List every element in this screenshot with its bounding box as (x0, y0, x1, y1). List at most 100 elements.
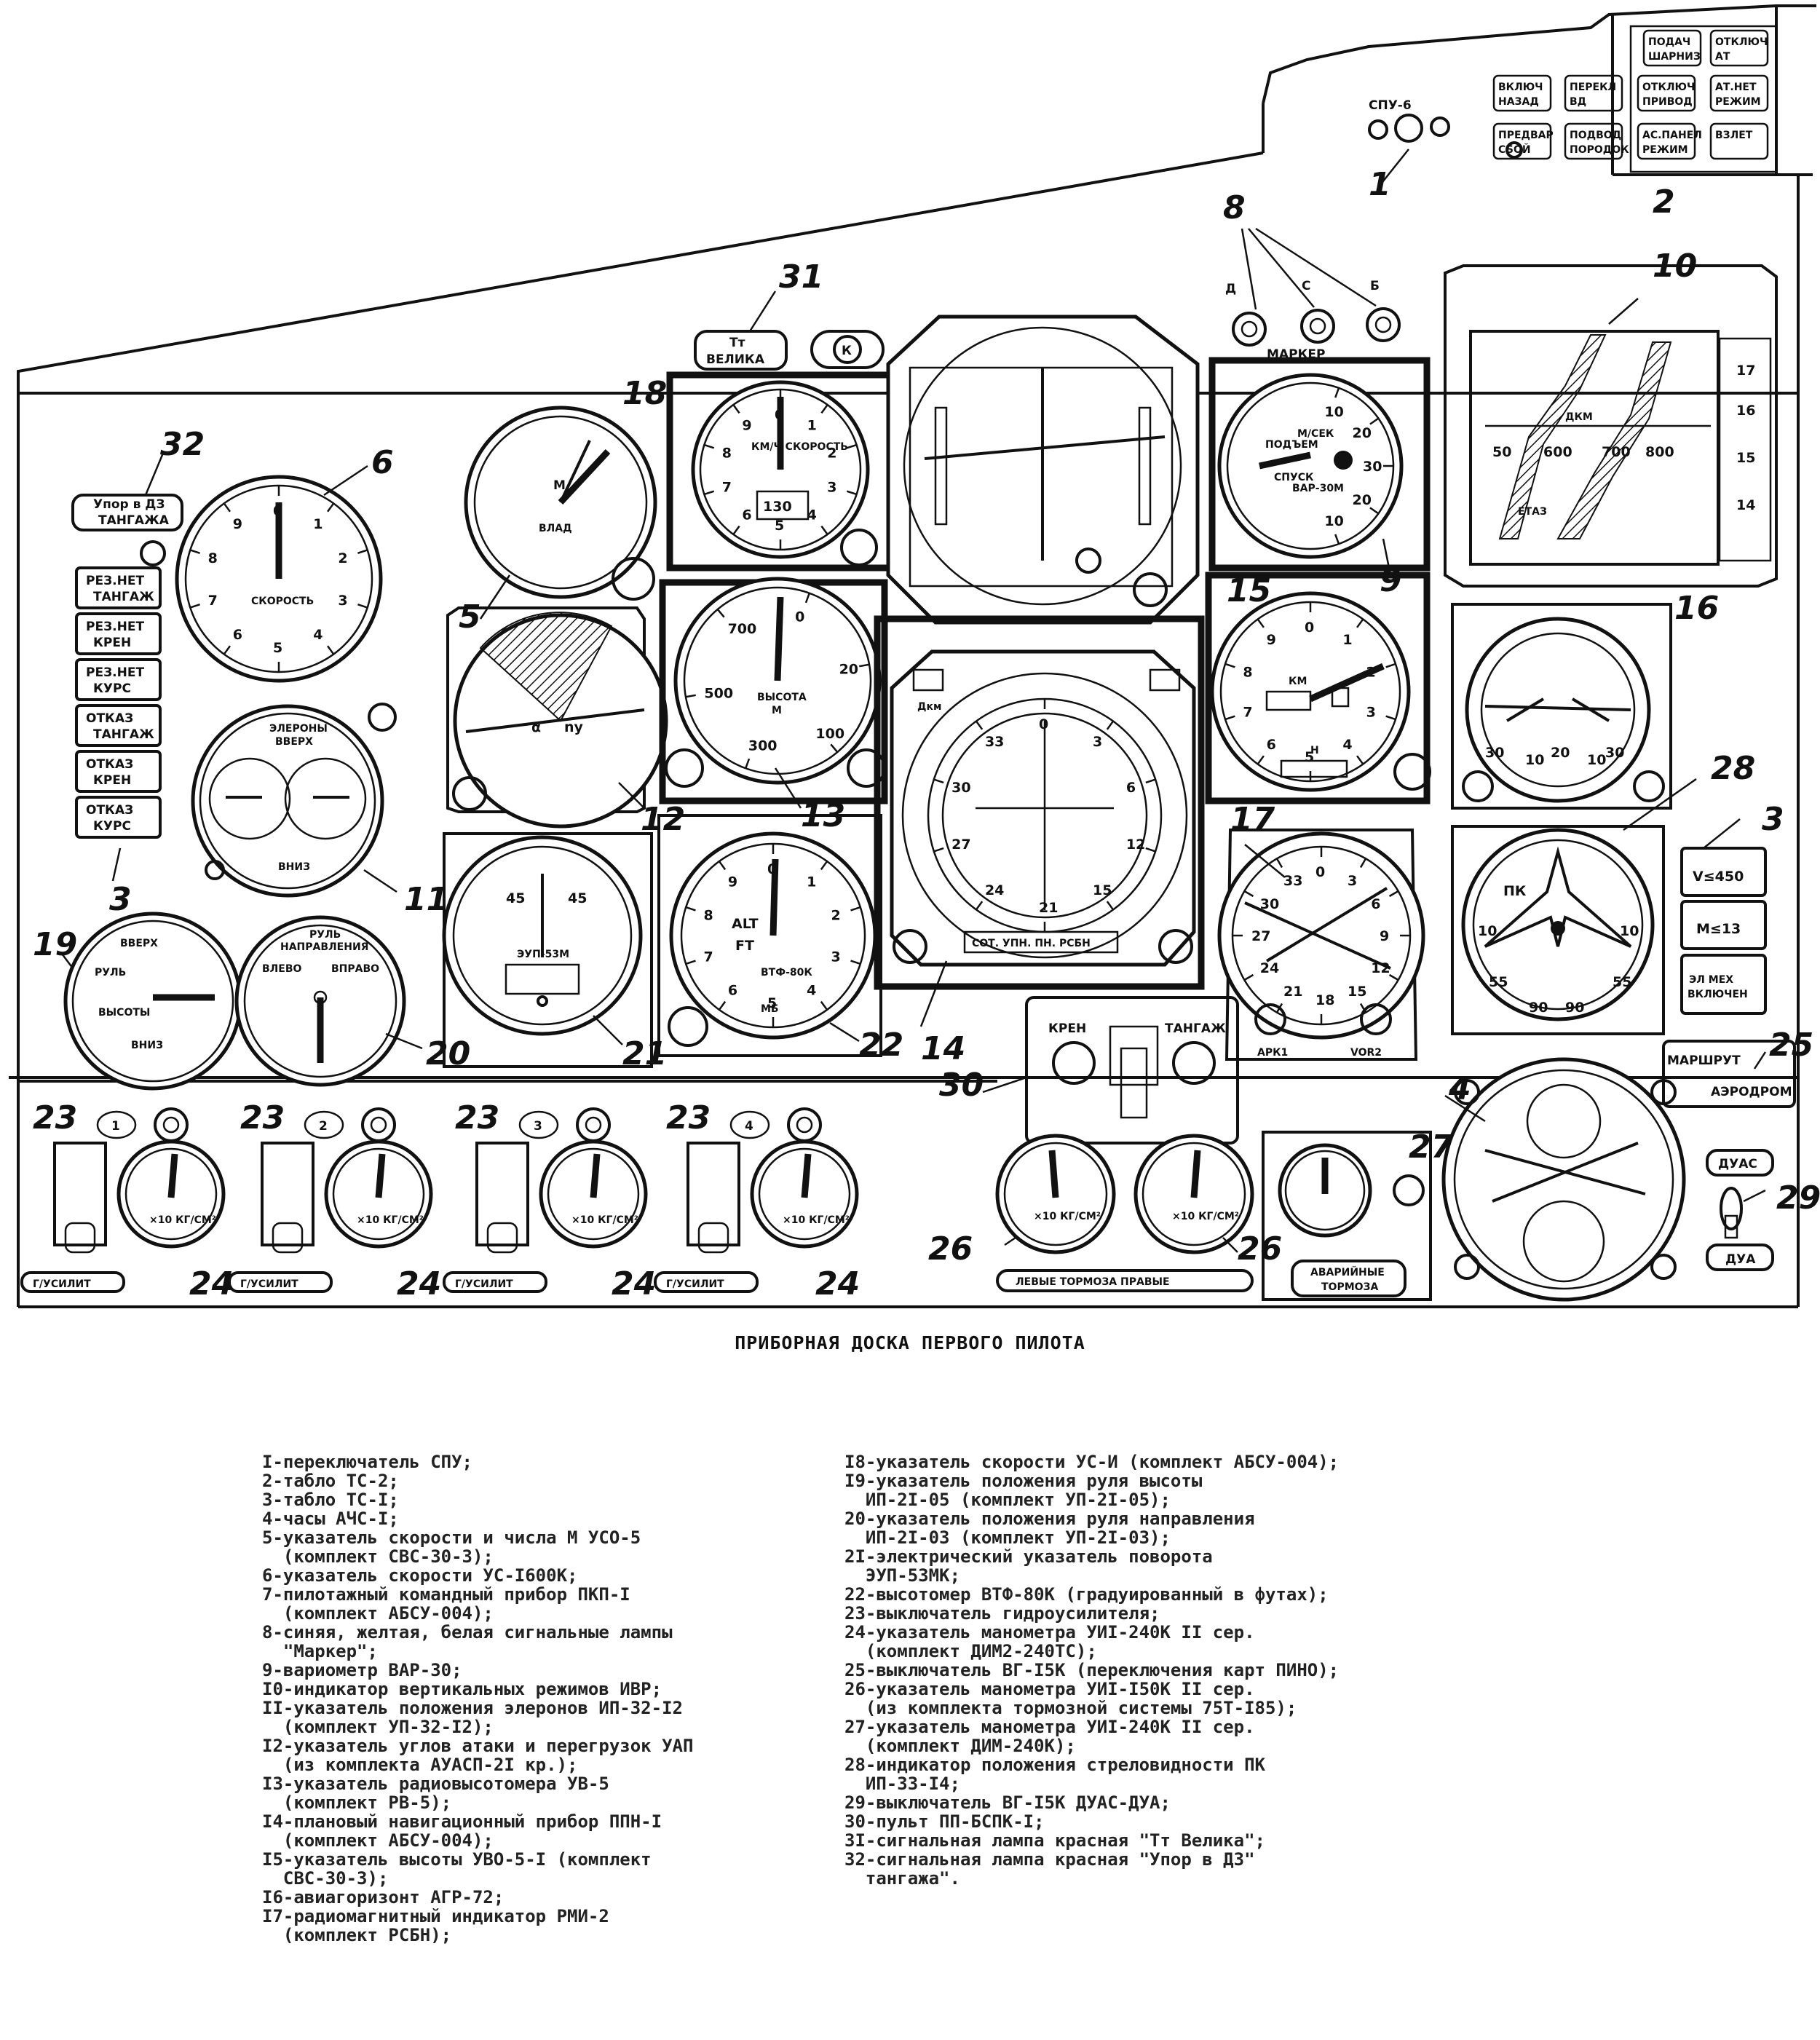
legend-line: I7-радиомагнитный индикатор РМИ-2 (262, 1906, 609, 1926)
spu-switch[interactable]: СПУ-6 (1368, 98, 1523, 186)
callout-number: 27 (1409, 1128, 1454, 1166)
ts2-lamp-label: ПРЕДВАР (1498, 130, 1554, 141)
ts1-lamp-label: КУРС (93, 819, 131, 834)
legend-line: ЭУП-53МК; (844, 1565, 960, 1586)
svg-text:ДУА: ДУА (1725, 1252, 1756, 1267)
hydro-number-badge (729, 1110, 770, 1139)
hydro-switch-cover[interactable] (53, 1142, 107, 1246)
legend-line: I2-указатель углов атаки и перегрузок УА… (262, 1736, 694, 1756)
svg-text:ЭЛ МЕХ: ЭЛ МЕХ (1689, 974, 1733, 986)
dial-number: 27 (1251, 928, 1270, 944)
svg-text:90: 90 (1565, 1000, 1584, 1016)
svg-text:ВВЕРХ: ВВЕРХ (120, 938, 158, 949)
dial-number: 1 (1342, 632, 1352, 648)
dial-number: 4 (1342, 737, 1352, 753)
ts1-lamp (75, 612, 162, 655)
dial-tick (716, 609, 725, 618)
svg-text:СОТ. УПН. ПН. РСБН: СОТ. УПН. ПН. РСБН (972, 938, 1091, 949)
k-lamp: К (810, 330, 885, 369)
dial-tick (685, 694, 696, 698)
ts2-lamp (1709, 74, 1769, 112)
hydro-label-plate (443, 1271, 547, 1293)
hydro-switch-handle[interactable] (486, 1222, 518, 1254)
svg-text:ВАР-30М: ВАР-30М (1292, 483, 1344, 494)
dial-number: 24 (1260, 960, 1279, 976)
legend-line: СВС-30-3); (262, 1868, 389, 1889)
svg-text:30: 30 (1485, 745, 1504, 761)
ts1-annunciator-left: РЕЗ.НЕТТАНГАЖРЕЗ.НЕТКРЕНРЕЗ.НЕТКУРСОТКАЗ… (75, 566, 162, 882)
svg-text:Упор в ДЗ: Упор в ДЗ (93, 497, 165, 512)
legend-line: I-переключатель СПУ; (262, 1452, 472, 1472)
dial-number: 30 (951, 780, 970, 796)
dial-tick (326, 502, 335, 513)
route-aerodrome-switch[interactable]: МАРШРУТ АЭРОДРОМ (1662, 1040, 1796, 1108)
ts2-lamp-label: ШАРНИЗ (1648, 51, 1701, 63)
duas-dua-switch[interactable]: ДУАС ДУА (1706, 1149, 1774, 1271)
callout-number: 1 (1369, 166, 1391, 203)
svg-text:700: 700 (1602, 444, 1631, 460)
hydro-switch-handle[interactable] (272, 1222, 304, 1254)
hydro-label: Г/УСИЛИТ (666, 1278, 724, 1290)
callout-number: 16 (1674, 590, 1719, 627)
hydro-label-plate (654, 1271, 759, 1293)
svg-text:α: α (531, 719, 541, 735)
dial-tick (975, 901, 984, 911)
dial-number: 27 (951, 837, 970, 853)
legend-line: I4-плановый навигационный прибор ППН-I (262, 1811, 662, 1832)
dial-number: 10 (1324, 513, 1343, 529)
callout-number: 9 (1380, 562, 1402, 599)
svg-text:55: 55 (1613, 974, 1631, 990)
rudder-position-indicator: РУЛЬ НАПРАВЛЕНИЯ ВЛЕВО ВПРАВО (234, 915, 423, 1087)
ts2-annunciator-panel: ПОДАЧШАРНИЗОТКЛЮЧАТВКЛЮЧНАЗАДПЕРЕКЛВДОТК… (1492, 25, 1778, 173)
dial-number: 30 (1260, 896, 1279, 912)
dial-tick (1257, 618, 1265, 628)
instrument-panel-drawing: ПОДАЧШАРНИЗОТКЛЮЧАТВКЛЮЧНАЗАДПЕРЕКЛВДОТК… (9, 4, 1820, 1308)
hydro-label: Г/УСИЛИТ (240, 1278, 298, 1290)
legend-line: 2-табло ТС-2; (262, 1471, 399, 1491)
callout-number: 4 (1448, 1070, 1471, 1107)
hydro-number-badge (304, 1110, 344, 1139)
svg-text:Б: Б (1370, 279, 1380, 293)
svg-text:КРЕН: КРЕН (1048, 1021, 1086, 1036)
hydro-switch-cover[interactable] (261, 1142, 314, 1246)
legend-line: I8-указатель скорости УС-И (комплект АБС… (844, 1452, 1340, 1472)
callout-number: 14 (921, 1030, 965, 1067)
legend-line: 6-указатель скорости УС-I600К; (262, 1565, 578, 1586)
dial-number: 5 (273, 640, 282, 656)
legend-line: 20-указатель положения руля направления (844, 1509, 1255, 1529)
hydro-switch-cover[interactable] (475, 1142, 529, 1246)
dial-number: 9 (233, 516, 242, 532)
hydro-gauge-ring (332, 1147, 425, 1241)
legend-line: I6-авиагоризонт АГР-72; (262, 1887, 505, 1907)
callout-number: 23 (33, 1099, 77, 1136)
dial-number: 3 (1093, 734, 1102, 750)
hydro-switch-handle[interactable] (697, 1222, 729, 1254)
callout-number: 20 (426, 1035, 470, 1072)
callout-number: 19 (33, 926, 77, 963)
legend-line: (комплект ДИМ2-240ТС); (844, 1641, 1097, 1661)
svg-text:17: 17 (1736, 363, 1755, 379)
svg-text:Д: Д (1225, 282, 1236, 296)
hydro-lamp-inner (585, 1116, 602, 1134)
ts2-lamp-label: ПОРОДОК (1570, 144, 1629, 156)
dial-number: 15 (1348, 984, 1366, 1000)
hydro-switch-handle[interactable] (64, 1222, 96, 1254)
hydro-switch-cover[interactable] (687, 1142, 740, 1246)
dial-number: 2 (1366, 664, 1376, 680)
ts1-lamp (75, 704, 162, 747)
svg-text:×10 КГ/СМ²: ×10 КГ/СМ² (1034, 1211, 1101, 1222)
hydro-lamp (361, 1107, 396, 1142)
hydro-gauge-ring (547, 1147, 640, 1241)
ts2-lamp-label: ВД (1570, 96, 1586, 108)
hydro-number: 1 (111, 1119, 120, 1134)
svg-text:×10 КГ/СМ²: ×10 КГ/СМ² (1172, 1211, 1239, 1222)
svg-text:ВЫСОТА: ВЫСОТА (757, 692, 807, 703)
legend-line: II-указатель положения элеронов ИП-32-I2 (262, 1698, 683, 1718)
upor-dz-tangage-lamp: Упор в ДЗ ТАНГАЖА (71, 451, 183, 566)
dial-tick (223, 502, 232, 513)
dial-number: 700 (728, 621, 757, 637)
svg-text:РУЛЬ: РУЛЬ (95, 967, 126, 979)
ts1-lamp-label: КУРС (93, 681, 131, 696)
